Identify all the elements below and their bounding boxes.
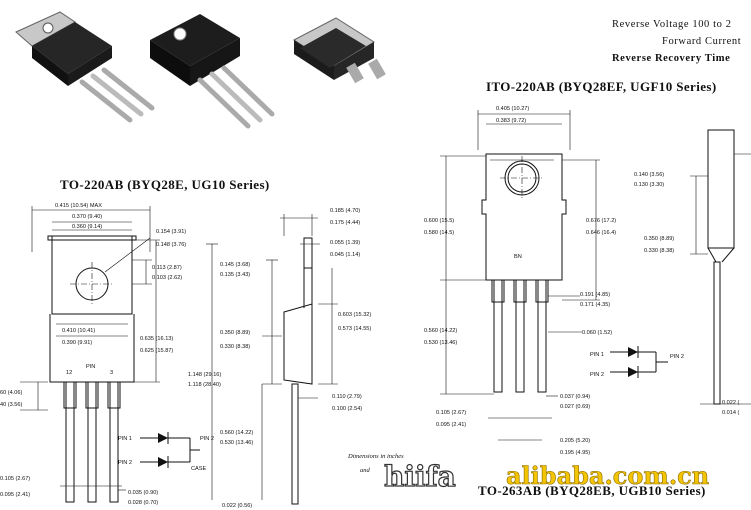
dim-148: 0.148 (3.76) (156, 242, 186, 248)
watermark-hiifa: hiifa (384, 460, 456, 493)
dim-ito-350: 0.350 (8.89) (644, 236, 674, 242)
header-forward-current: Forward Current (662, 36, 741, 47)
dim-600: 0.600 (15.5) (424, 218, 454, 224)
dim-185: 0.185 (4.70) (330, 208, 360, 214)
dim-370: 0.370 (9.40) (72, 214, 102, 220)
dim-330: 0.330 (8.38) (220, 344, 250, 350)
dim-028: 0.028 (0.70) (128, 500, 158, 506)
dim-676: 0.676 (17.2) (586, 218, 616, 224)
to220-pin-diagram: PIN 1 PIN 2 CASE PIN 2 (118, 432, 214, 472)
dim-ito-330: 0.330 (8.38) (644, 248, 674, 254)
dim-390: 0.390 (9.91) (62, 340, 92, 346)
dim-625: 0.625 (15.87) (140, 348, 173, 354)
dim-ito-530: 0.530 (13.46) (424, 340, 457, 346)
dim-027: 0.027 (0.69) (560, 404, 590, 410)
ito-pin-1-label: PIN 1 (590, 352, 604, 358)
dim-ito-014: 0.014 ( (722, 410, 740, 416)
dim-ito-022: 0.022 ( (722, 400, 740, 406)
dim-045: 0.045 (1.14) (330, 252, 360, 258)
dim-060: 0.060 (1.52) (582, 330, 612, 336)
dim-110: 0.110 (2.79) (332, 394, 362, 400)
to220-front-view: 0.415 (10.54) MAX 0.370 (9.40) 0.360 (9.… (0, 203, 186, 506)
dim-175: 0.175 (4.44) (330, 220, 360, 226)
ito220-front-view: 0.405 (10.27) 0.383 (9.72) BN 0.600 (15.… (424, 106, 616, 456)
dim-603: 0.603 (15.32) (338, 312, 371, 318)
title-ito220ab: ITO-220AB (BYQ28EF, UGF10 Series) (486, 79, 717, 94)
dim-ito-105: 0.105 (2.67) (436, 410, 466, 416)
label-pin: PIN (86, 364, 95, 370)
package-photo-to263 (293, 17, 386, 84)
title-to220ab: TO-220AB (BYQ28E, UG10 Series) (60, 177, 270, 192)
dim-140: 0.140 (3.56) (634, 172, 664, 178)
dim-195: 0.195 (4.95) (560, 450, 590, 456)
dim-154: 0.154 (3.91) (156, 229, 186, 235)
pin-1-label: PIN 1 (118, 436, 132, 442)
dim-560: 0.560 (14.22) (220, 430, 253, 436)
dim-383: 0.383 (9.72) (496, 118, 526, 124)
dim-055: 0.055 (1.39) (330, 240, 360, 246)
dim-130: 0.130 (3.30) (634, 182, 664, 188)
dim-580: 0.580 (14.5) (424, 230, 454, 236)
ito-pin-2-label-b: PIN 2 (670, 354, 684, 360)
dim-191: 0.191 (4.85) (580, 292, 610, 298)
label-pin-12: 12 (66, 370, 72, 376)
ito-center-mark: BN (514, 254, 522, 260)
dim-103: 0.103 (2.62) (152, 275, 182, 281)
header-recovery-time: Reverse Recovery Time (612, 53, 730, 64)
dim-100: 0.100 (2.54) (332, 406, 362, 412)
ito-pin-2-label: PIN 2 (590, 372, 604, 378)
dim-635: 0.635 (16.13) (140, 336, 173, 342)
to220-middle-dims: 1.148 (29.16) 1.118 (28.40) 0.145 (3.68)… (188, 243, 282, 509)
watermark-alibaba: alibaba.com.cn (506, 461, 709, 490)
dim-646: 0.646 (16.4) (586, 230, 616, 236)
dim-350: 0.350 (8.89) (220, 330, 250, 336)
dim-ito-095: 0.095 (2.41) (436, 422, 466, 428)
pin-2-label: PIN 2 (118, 460, 132, 466)
dim-135: 0.135 (3.43) (220, 272, 250, 278)
dim-105: 0.105 (2.67) (0, 476, 30, 482)
dim-573: 0.573 (14.55) (338, 326, 371, 332)
note-and: and (360, 467, 371, 474)
dim-145: 0.145 (3.68) (220, 262, 250, 268)
dim-530: 0.530 (13.46) (220, 440, 253, 446)
to220-side-view: 0.185 (4.70) 0.175 (4.44) 0.055 (1.39) 0… (280, 208, 371, 505)
ito220-pin-diagram: PIN 1 PIN 2 PIN 2 (590, 346, 684, 378)
case-label: CASE (191, 466, 207, 472)
package-photo-ito220 (150, 14, 275, 129)
dim-113: 0.113 (2.87) (152, 265, 182, 271)
dim-left-b: 40 (3.56) (0, 402, 23, 408)
dim-037: 0.037 (0.94) (560, 394, 590, 400)
dim-022: 0.022 (0.56) (222, 503, 252, 509)
dim-405: 0.405 (10.27) (496, 106, 529, 112)
dim-left-a: 60 (4.06) (0, 390, 23, 396)
note-dimensions: Dimensions in inches (347, 453, 404, 460)
package-photo-to220 (15, 11, 155, 123)
dim-205: 0.205 (5.20) (560, 438, 590, 444)
dim-1118: 1.118 (28.40) (188, 382, 221, 388)
dim-095: 0.095 (2.41) (0, 492, 30, 498)
ito220-side-view: 0.140 (3.56) 0.130 (3.30) 0.350 (8.89) 0… (634, 129, 751, 416)
dim-171: 0.171 (4.35) (580, 302, 610, 308)
dim-360: 0.360 (9.14) (72, 224, 102, 230)
header-reverse-voltage: Reverse Voltage 100 to 2 (612, 19, 732, 30)
dim-ito-560: 0.560 (14.22) (424, 328, 457, 334)
dim-1148: 1.148 (29.16) (188, 372, 221, 378)
label-pin-3: 3 (110, 370, 113, 376)
title-to263ab: TO-263AB (BYQ28EB, UGB10 Series) (478, 483, 706, 498)
dim-035: 0.035 (0.90) (128, 490, 158, 496)
pin-2-label-b: PIN 2 (200, 436, 214, 442)
dim-max-width: 0.415 (10.54) MAX (55, 203, 102, 209)
dim-410: 0.410 (10.41) (62, 328, 95, 334)
